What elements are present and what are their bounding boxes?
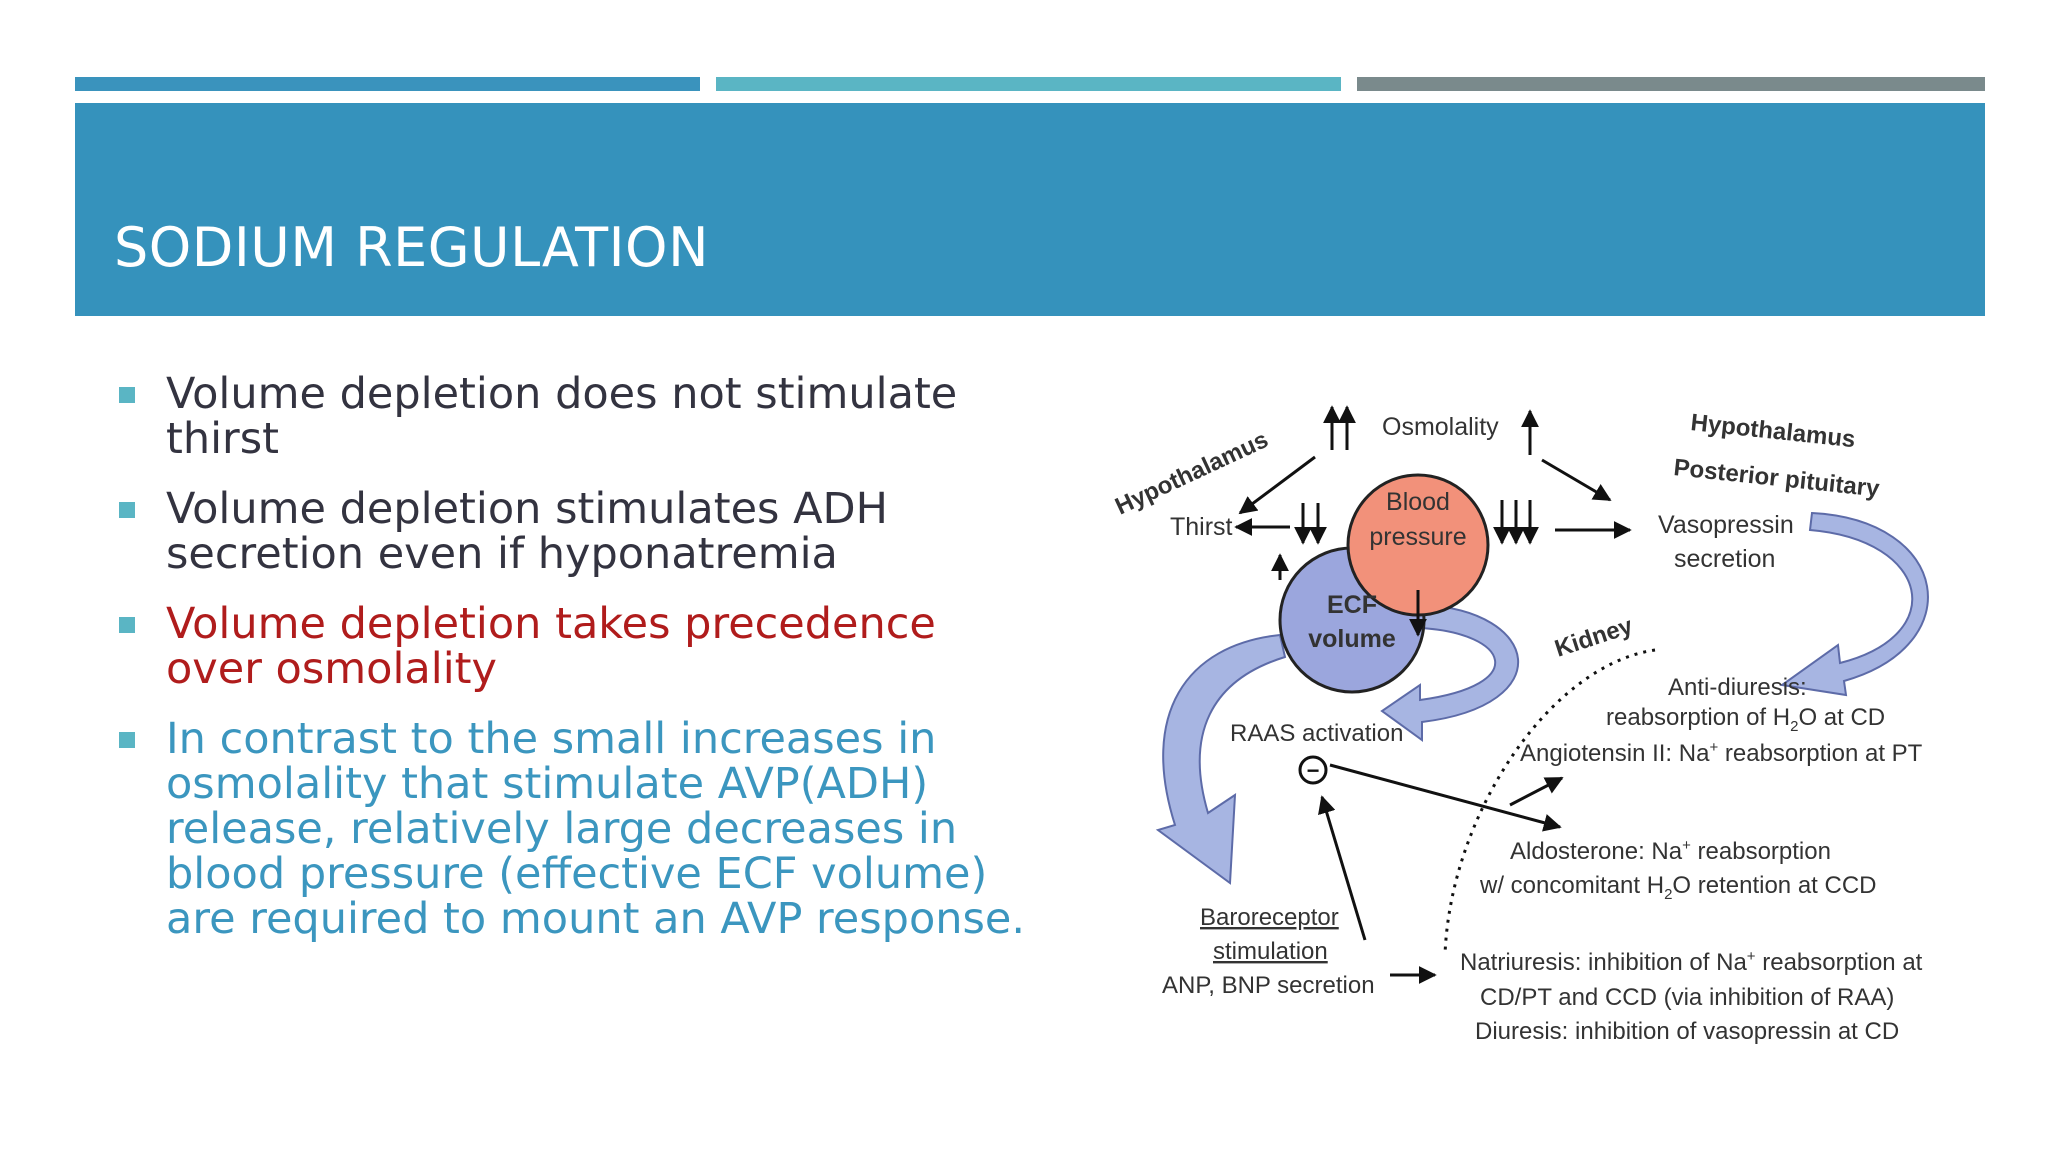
- title-band: [75, 103, 1985, 316]
- accent-bar-3: [1357, 77, 1985, 91]
- bullet-text: In contrast to the small increases in os…: [166, 714, 1026, 944]
- raas-activation-label: RAAS activation: [1230, 720, 1403, 747]
- bullet-item: Volume depletion stimulates ADH secretio…: [116, 487, 1041, 577]
- minus-sign: −: [1307, 758, 1320, 783]
- blood-label: Blood: [1386, 488, 1450, 516]
- bullet-square-icon: [119, 732, 135, 748]
- volume-label: volume: [1308, 625, 1396, 653]
- accent-bar-1: [75, 77, 700, 91]
- minus-circle: [1298, 755, 1328, 785]
- natriuresis-line2: CD/PT and CCD (via inhibition of RAA): [1480, 984, 1894, 1011]
- bullet-square-icon: [119, 387, 135, 403]
- bullet-list: Volume depletion does not stimulate thir…: [116, 372, 1041, 967]
- arrow-to-aldosterone: [1329, 763, 1562, 832]
- accent-bar-2: [716, 77, 1341, 91]
- natriuresis-label: Natriuresis: inhibition of Na+ reabsorpt…: [1460, 948, 1923, 976]
- anp-bnp-label: ANP, BNP secretion: [1162, 972, 1375, 999]
- arrow-to-thirst: [1238, 455, 1316, 515]
- bullet-item: Volume depletion does not stimulate thir…: [116, 372, 1041, 462]
- bullet-square-icon: [119, 617, 135, 633]
- aldosterone-label: Aldosterone: Na+ reabsorption: [1510, 837, 1831, 865]
- reabsorption-h2o-label: reabsorption of H2O at CD: [1606, 704, 1885, 735]
- curved-arrow-right: [1779, 511, 1929, 697]
- arrow-to-angiotensin: [1509, 776, 1564, 807]
- ecf-label: ECF: [1327, 591, 1377, 619]
- bullet-item: In contrast to the small increases in os…: [116, 717, 1041, 942]
- angiotensin-label: Angiotensin II: Na+ reabsorption at PT: [1520, 739, 1923, 767]
- thirst-label: Thirst: [1170, 513, 1233, 541]
- curved-arrow-raas: [1380, 603, 1520, 742]
- curved-arrow-left: [1155, 633, 1287, 885]
- kidney-label: Kidney: [1552, 612, 1637, 663]
- hypothalamus-right-label: Hypothalamus: [1689, 409, 1856, 453]
- posterior-pituitary-label: Posterior pituitary: [1672, 454, 1881, 503]
- stimulation-label: stimulation: [1213, 938, 1328, 965]
- anti-diuresis-label: Anti-diuresis:: [1668, 674, 1807, 701]
- kidney-boundary: [1443, 648, 1656, 956]
- pressure-label: pressure: [1369, 523, 1466, 551]
- arrow-to-pituitary: [1541, 458, 1612, 502]
- bullet-text: Volume depletion stimulates ADH secretio…: [166, 484, 888, 579]
- baroreceptor-label: Baroreceptor: [1200, 904, 1339, 931]
- secretion-label: secretion: [1674, 545, 1775, 573]
- sodium-regulation-diagram: Blood pressure ECF volume Osmolality Hyp…: [1111, 405, 1929, 1045]
- bullet-text: Volume depletion takes precedence over o…: [166, 599, 936, 694]
- slide-title: SODIUM REGULATION: [114, 216, 709, 279]
- bullet-text: Volume depletion does not stimulate thir…: [166, 369, 958, 464]
- bullet-square-icon: [119, 502, 135, 518]
- arrow-baroreceptor-to-raas: [1318, 795, 1367, 941]
- diuresis-label: Diuresis: inhibition of vasopressin at C…: [1475, 1018, 1899, 1045]
- concomitant-label: w/ concomitant H2O retention at CCD: [1479, 872, 1877, 903]
- bullet-item: Volume depletion takes precedence over o…: [116, 602, 1041, 692]
- osmolality-label: Osmolality: [1382, 413, 1499, 441]
- vasopressin-label: Vasopressin: [1658, 511, 1794, 539]
